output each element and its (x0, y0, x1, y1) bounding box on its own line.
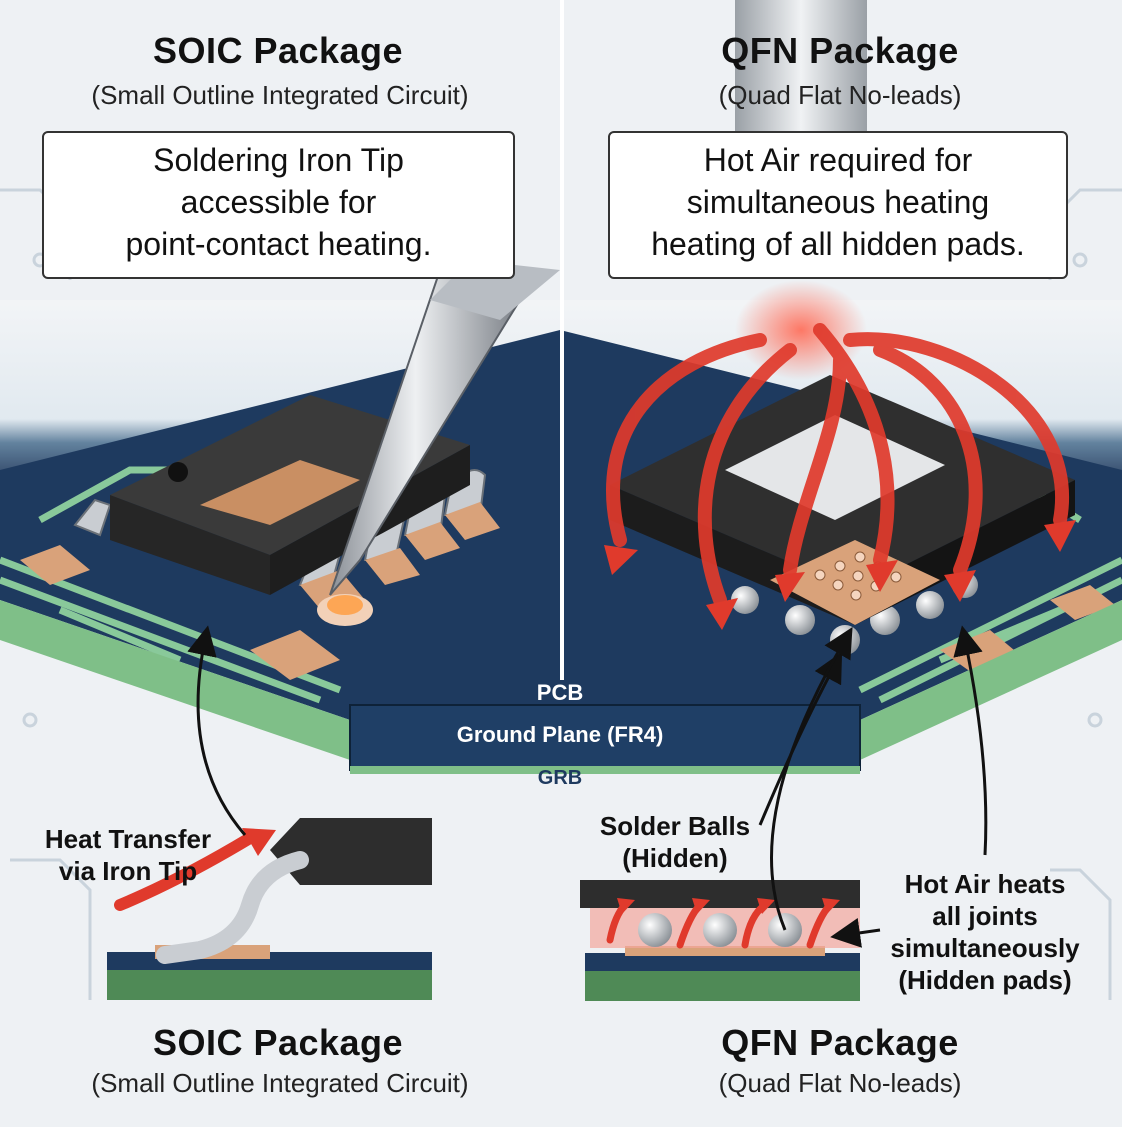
hot-air-line-2: all joints (875, 900, 1095, 932)
qfn-callout: Hot Air required for simultaneous heatin… (608, 131, 1068, 279)
soic-callout-line-1: Soldering Iron Tip (54, 139, 503, 181)
qfn-cross-section (580, 880, 860, 1001)
qfn-bottom-title: QFN Package (600, 1022, 1080, 1064)
soic-title: SOIC Package (38, 30, 518, 72)
qfn-callout-line-1: Hot Air required for (620, 139, 1056, 181)
ground-plane-label: Ground Plane (FR4) (410, 722, 710, 748)
solder-balls-line-2: (Hidden) (585, 842, 765, 874)
pcb-label: PCB (505, 680, 615, 706)
soic-callout-line-2: accessible for (54, 181, 503, 223)
grb-label: GRB (520, 767, 600, 790)
hot-air-label: Hot Air heats all joints simultaneously … (875, 868, 1095, 996)
soic-bottom-subtitle: (Small Outline Integrated Circuit) (20, 1068, 540, 1099)
heat-transfer-label: Heat Transfer via Iron Tip (28, 823, 228, 887)
heat-transfer-line-2: via Iron Tip (28, 855, 228, 887)
hot-air-line-3: simultaneously (875, 932, 1095, 964)
heat-transfer-line-1: Heat Transfer (28, 823, 228, 855)
solder-balls-line-1: Solder Balls (585, 810, 765, 842)
hot-air-line-1: Hot Air heats (875, 868, 1095, 900)
soic-callout: Soldering Iron Tip accessible for point-… (42, 131, 515, 279)
qfn-bottom-subtitle: (Quad Flat No-leads) (580, 1068, 1100, 1099)
qfn-subtitle: (Quad Flat No-leads) (580, 80, 1100, 111)
solder-balls-label: Solder Balls (Hidden) (585, 810, 765, 874)
qfn-callout-line-2: simultaneous heating (620, 181, 1056, 223)
soic-callout-line-3: point-contact heating. (54, 223, 503, 265)
soic-bottom-title: SOIC Package (38, 1022, 518, 1064)
center-divider (560, 0, 564, 680)
hot-air-line-4: (Hidden pads) (875, 964, 1095, 996)
soic-subtitle: (Small Outline Integrated Circuit) (20, 80, 540, 111)
qfn-title: QFN Package (600, 30, 1080, 72)
qfn-callout-line-3: heating of all hidden pads. (620, 223, 1056, 265)
